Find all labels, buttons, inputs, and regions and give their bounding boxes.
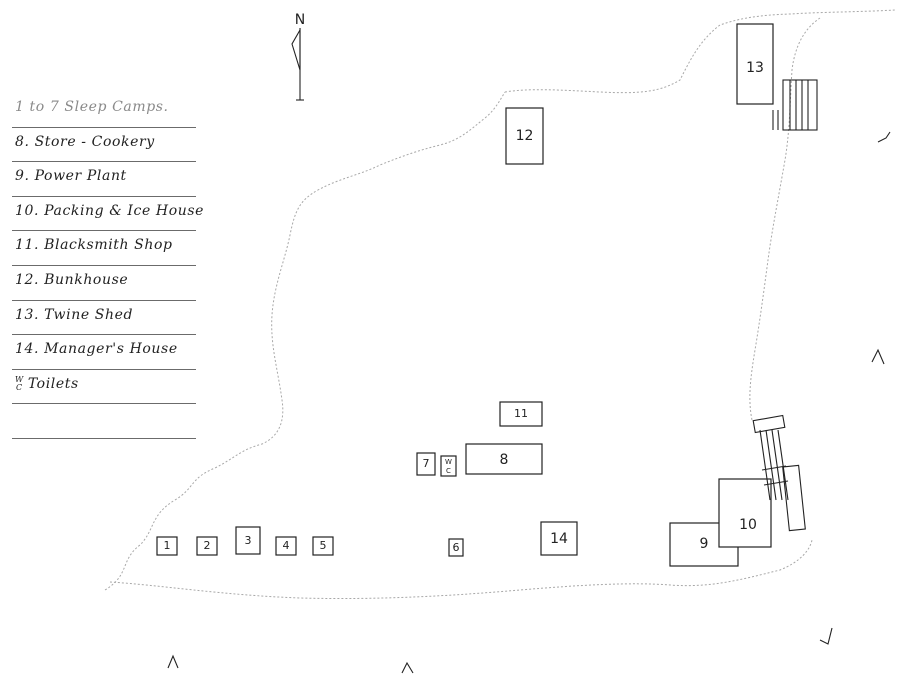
building-7-label: 7 [423, 457, 430, 470]
legend-item-bunkhouse: 12. Bunkhouse [12, 266, 196, 301]
building-6-label: 6 [453, 541, 460, 554]
shoreline-east [749, 17, 821, 421]
building-6[interactable]: 6 [448, 538, 464, 557]
building-3[interactable]: 3 [235, 526, 261, 555]
tick-mark [877, 131, 891, 143]
legend-item-sleep-camps: 1 to 7 Sleep Camps. [12, 93, 196, 128]
building-1[interactable]: 1 [156, 536, 178, 556]
legend-item-packing-ice-house: 10. Packing & Ice House [12, 197, 203, 232]
building-7[interactable]: 7 [416, 452, 436, 476]
legend: 1 to 7 Sleep Camps. 8. Store - Cookery 9… [12, 93, 203, 439]
building-4-label: 4 [283, 539, 290, 552]
legend-item-twine-shed: 13. Twine Shed [12, 301, 196, 336]
building-13-label: 13 [746, 60, 764, 76]
tick-mark [819, 627, 833, 645]
building-12[interactable]: 12 [505, 107, 544, 165]
building-2[interactable]: 2 [196, 536, 218, 556]
building-5[interactable]: 5 [312, 536, 334, 556]
building-12-label: 12 [516, 128, 534, 144]
tick-mark [401, 661, 414, 674]
tick-mark [167, 654, 179, 669]
building-10-label: 10 [739, 517, 757, 533]
legend-item-store-cookery: 8. Store - Cookery [12, 128, 196, 163]
building-8[interactable]: 8 [465, 443, 543, 475]
building-14-label: 14 [550, 531, 568, 547]
north-label: N [295, 12, 305, 28]
building-wc[interactable]: W C [440, 455, 457, 477]
building-4[interactable]: 4 [275, 536, 297, 556]
shoreline-west [104, 91, 506, 591]
legend-item-blacksmith-shop: 11. Blacksmith Shop [12, 231, 196, 266]
legend-item-managers-house: 14. Manager's House [12, 335, 196, 370]
building-10[interactable]: 10 [718, 478, 772, 548]
packing-house-wharf [752, 414, 806, 532]
twine-shed-wharf [772, 79, 818, 131]
legend-blank-line [12, 404, 196, 439]
building-wc-label-bottom: C [446, 467, 451, 475]
tick-mark [871, 348, 885, 365]
building-9-label: 9 [700, 536, 709, 552]
north-arrow: N [291, 12, 305, 101]
building-14[interactable]: 14 [540, 521, 578, 556]
building-1-label: 1 [164, 539, 171, 552]
building-11-label: 11 [514, 407, 528, 420]
legend-item-toilets-label: Toilets [27, 375, 79, 392]
building-2-label: 2 [204, 539, 211, 552]
building-13[interactable]: 13 [736, 23, 774, 105]
building-5-label: 5 [320, 539, 327, 552]
shoreline-north [504, 9, 896, 94]
building-wc-label-top: W [445, 458, 452, 466]
building-11[interactable]: 11 [499, 401, 543, 427]
building-3-label: 3 [245, 534, 252, 547]
building-8-label: 8 [500, 452, 509, 468]
legend-item-power-plant: 9. Power Plant [12, 162, 196, 197]
